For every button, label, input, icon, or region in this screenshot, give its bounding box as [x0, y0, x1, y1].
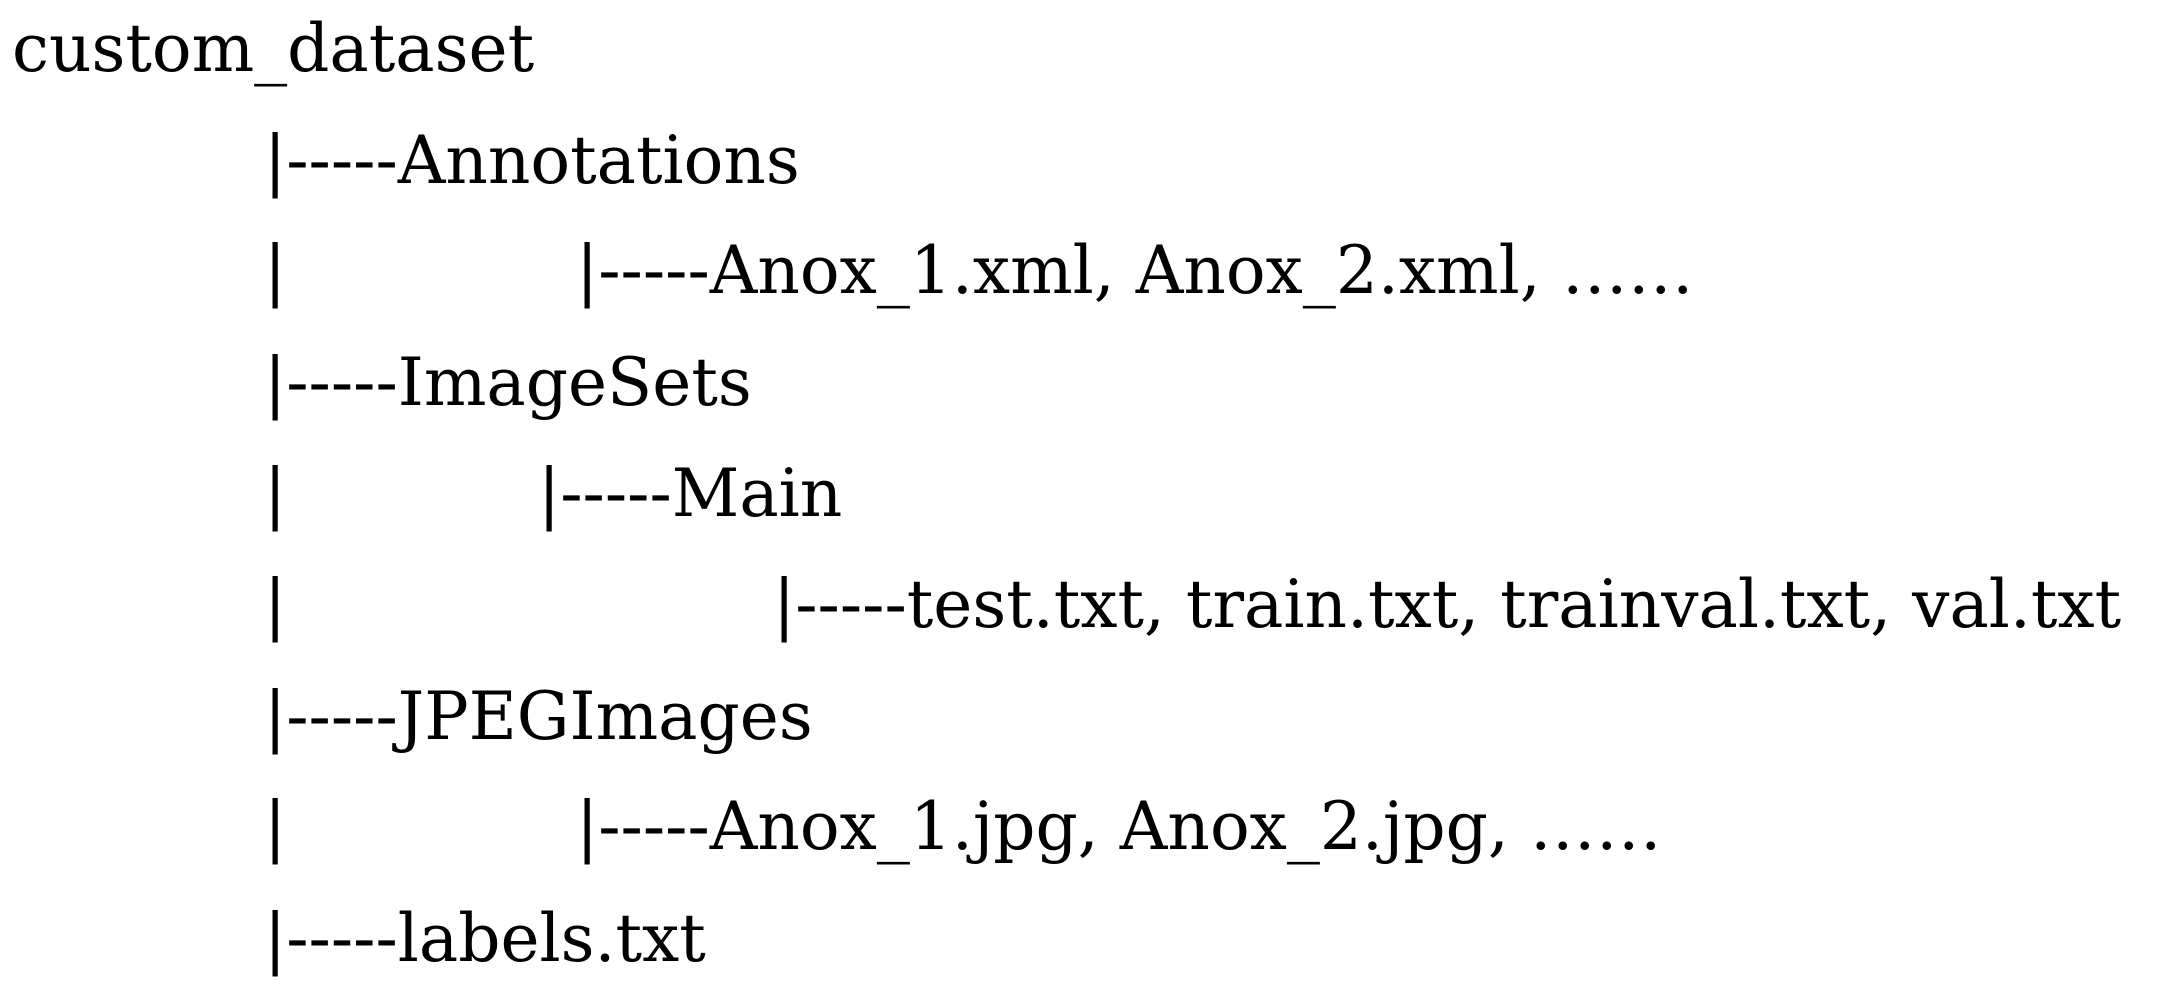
annotations-branch: |-----Annotations	[264, 128, 800, 194]
jpeg-files-branch: |-----Anox_1.jpg, Anox_2.jpg, ……	[576, 794, 1662, 860]
connector: |-----	[538, 455, 672, 532]
connector: |-----	[264, 122, 398, 199]
jpeg-files-label: Anox_1.jpg, Anox_2.jpg, ……	[709, 788, 1662, 865]
connector: |-----	[264, 900, 398, 977]
imagesets-branch: |-----ImageSets	[264, 350, 752, 416]
main-folder-label: Main	[671, 455, 843, 532]
main-branch: |-----Main	[538, 461, 842, 527]
trunk-pipe: |	[264, 455, 287, 532]
root-folder-label: custom_dataset	[12, 10, 535, 87]
annotation-files-label: Anox_1.xml, Anox_2.xml, ……	[709, 232, 1694, 309]
labels-file-label: labels.txt	[397, 900, 706, 977]
main-files-branch: |-----test.txt, train.txt, trainval.txt,…	[773, 572, 2121, 638]
annotation-files-branch: |-----Anox_1.xml, Anox_2.xml, ……	[576, 238, 1694, 304]
trunk-pipe: |	[264, 566, 287, 643]
jpegimages-branch: |-----JPEGImages	[264, 684, 813, 750]
main-files-label: test.txt, train.txt, trainval.txt, val.t…	[906, 566, 2122, 643]
connector: |-----	[576, 232, 710, 309]
connector: |-----	[264, 344, 398, 421]
imagesets-folder-label: ImageSets	[397, 344, 752, 421]
trunk-pipe: |	[264, 232, 287, 309]
annotations-folder-label: Annotations	[397, 122, 800, 199]
labels-branch: |-----labels.txt	[264, 906, 706, 972]
connector: |-----	[264, 678, 398, 755]
trunk-pipe: |	[264, 788, 287, 865]
connector: |-----	[773, 566, 907, 643]
jpegimages-folder-label: JPEGImages	[397, 678, 813, 755]
connector: |-----	[576, 788, 710, 865]
